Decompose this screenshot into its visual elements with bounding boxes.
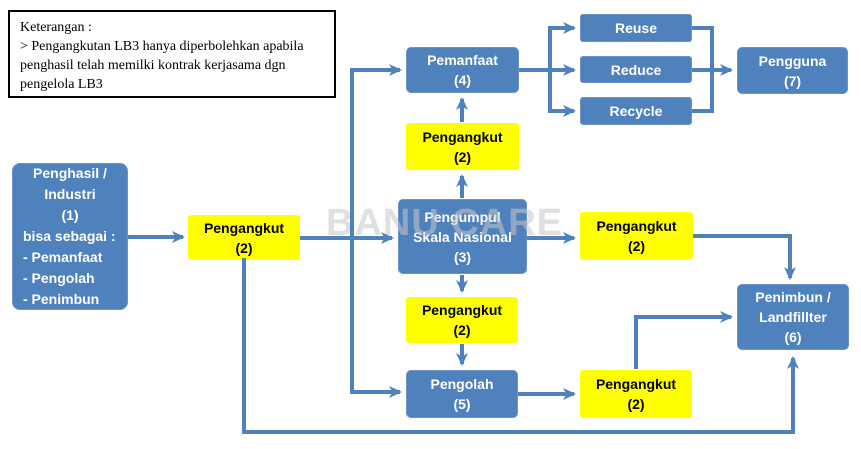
node-label: Recycle — [609, 103, 663, 119]
connector-pengangkut-to-penimbun-left — [634, 311, 733, 369]
node-label: - Pengolah — [23, 270, 95, 286]
node-reuse: Reuse — [580, 14, 692, 42]
connector-reuse-merge — [692, 26, 714, 68]
node-label: Pengumpul — [424, 208, 501, 225]
node-penimbun-landfillter: Penimbun / Landfillter (6) — [737, 284, 849, 350]
node-number: (3) — [453, 248, 472, 265]
node-number: (2) — [627, 238, 646, 254]
node-number: (7) — [783, 72, 802, 89]
legend-note-box: Keterangan : > Pengangkutan LB3 hanya di… — [8, 10, 336, 98]
node-pengangkut-5: Pengangkut (2) — [580, 370, 692, 418]
node-label: Industri — [44, 186, 96, 202]
node-number: (4) — [453, 72, 472, 88]
node-label: - Pemanfaat — [23, 249, 103, 265]
node-label: Pengangkut — [596, 218, 677, 234]
connector-pemanfaat-to-reuse — [548, 22, 576, 70]
node-number: (2) — [453, 148, 472, 165]
node-number: (6) — [784, 329, 802, 345]
connector-pengangkut-to-penimbun-top — [693, 234, 796, 280]
node-label: Pengolah — [430, 376, 494, 392]
node-label: Pengangkut — [421, 302, 503, 318]
node-pemanfaat: Pemanfaat (4) — [406, 47, 519, 93]
node-label: - Penimbun — [23, 291, 100, 307]
node-pengolah: Pengolah (5) — [406, 370, 518, 418]
legend-line-3: pengelola LB3 — [20, 77, 103, 92]
watermark-text: BANU CARE — [326, 202, 563, 244]
node-label: Reuse — [614, 20, 658, 36]
node-label: Pengguna — [758, 52, 827, 69]
node-label: Pengangkut — [203, 219, 285, 236]
node-recycle: Recycle — [580, 97, 692, 125]
node-pengangkut-4: Pengangkut (2) — [580, 212, 693, 260]
legend-line-1: > Pengangkutan LB3 hanya diperbolehkan a… — [20, 39, 304, 54]
node-penghasil-industri: Penghasil / Industri (1) bisa sebagai : … — [12, 163, 128, 310]
node-pengangkut-3: Pengangkut (2) — [406, 297, 518, 343]
node-label: Pengangkut — [422, 128, 503, 145]
connector-recycle-merge — [692, 72, 714, 113]
node-label: Penimbun / — [755, 289, 831, 305]
legend-line-2: penghasil telah memilki kontrak kerjasam… — [20, 58, 286, 73]
node-label: Reduce — [610, 61, 662, 78]
node-number: (2) — [453, 322, 471, 338]
node-pengangkut-2: Pengangkut (2) — [406, 123, 519, 170]
connector-pemanfaat-to-recycle — [548, 70, 576, 117]
node-pengguna: Pengguna (7) — [737, 47, 848, 94]
node-label: bisa sebagai : — [23, 228, 116, 244]
node-label: Landfillter — [759, 309, 827, 325]
connector-branch-to-pengolah — [350, 238, 402, 398]
node-number: (5) — [453, 396, 471, 412]
node-reduce: Reduce — [580, 56, 692, 83]
node-number: (2) — [627, 396, 645, 412]
connector-pengangkut-to-penimbun-bottom — [242, 258, 799, 434]
node-label: Skala Nasional — [413, 228, 512, 245]
legend-title: Keterangan : — [20, 20, 92, 35]
node-pengangkut-1: Pengangkut (2) — [188, 215, 300, 260]
node-number: (1) — [61, 207, 79, 223]
node-number: (2) — [235, 239, 253, 256]
node-label: Pengangkut — [595, 376, 677, 392]
node-label: Penghasil / — [33, 165, 107, 181]
node-label: Pemanfaat — [427, 52, 498, 68]
